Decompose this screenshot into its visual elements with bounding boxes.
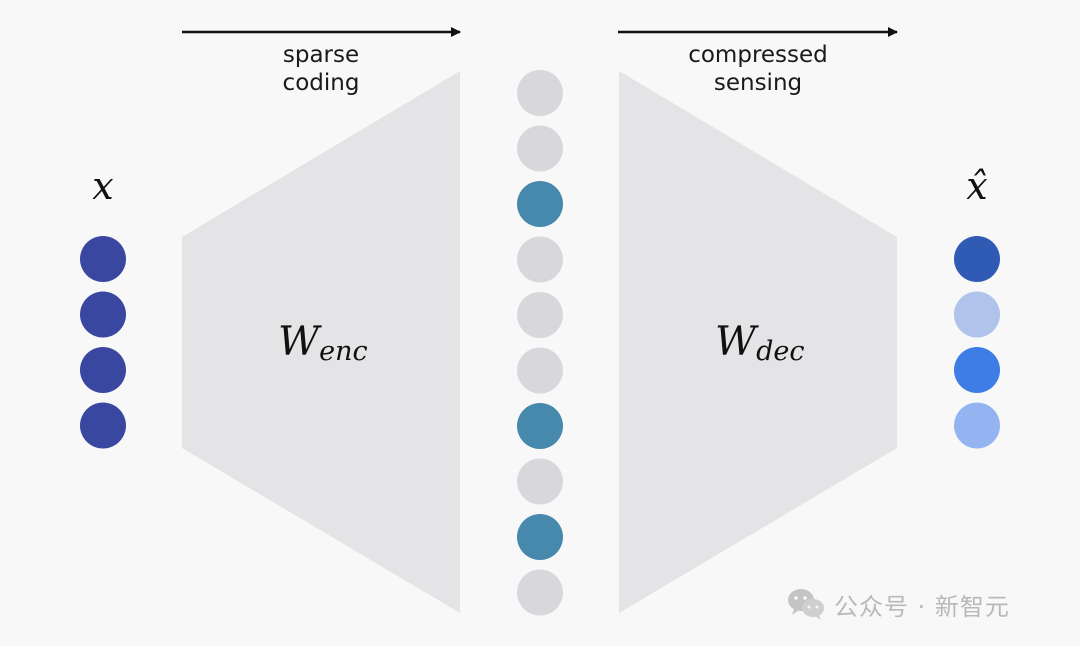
output-node-4 — [954, 402, 1000, 449]
latent-node-6 — [517, 347, 563, 394]
latent-node-5 — [517, 292, 563, 338]
encoder-weight-symbol: W — [278, 319, 322, 365]
output-node-2 — [954, 291, 1000, 338]
output-label: x̂ — [966, 164, 987, 208]
decoder-trapezoid — [619, 71, 897, 613]
sparse-coding-label-line1: sparse — [283, 42, 359, 68]
output-node-3 — [954, 347, 1000, 393]
watermark: 公众号 · 新智元 — [786, 584, 1010, 624]
encoder-weight-subscript: enc — [319, 336, 368, 367]
decoder-weight-subscript: dec — [756, 336, 804, 367]
compressed-sensing-label-line2: sensing — [714, 70, 802, 96]
latent-node-9 — [517, 514, 563, 560]
input-node-2 — [80, 291, 126, 338]
input-node-3 — [80, 347, 126, 393]
latent-node-3 — [517, 181, 563, 227]
latent-node-10 — [517, 569, 563, 616]
sparse-coding-label-line2: coding — [283, 70, 360, 96]
output-nodes — [954, 236, 1000, 449]
latent-node-7 — [517, 403, 563, 449]
latent-node-1 — [517, 70, 563, 116]
compressed-sensing-label-line1: compressed — [688, 42, 828, 68]
latent-node-4 — [517, 236, 563, 283]
input-node-1 — [80, 236, 126, 282]
watermark-text: 公众号 · 新智元 — [834, 592, 1010, 621]
latent-node-2 — [517, 125, 563, 172]
encoder-weight-label: Wenc — [278, 319, 368, 367]
decoder-weight-label: Wdec — [715, 319, 805, 367]
encoder-trapezoid — [182, 71, 460, 613]
input-node-4 — [80, 402, 126, 449]
input-nodes — [80, 236, 126, 449]
decoder-weight-symbol: W — [715, 319, 759, 365]
input-label: x — [92, 164, 113, 208]
wechat-icon — [788, 589, 824, 620]
latent-nodes — [517, 70, 563, 616]
output-node-1 — [954, 236, 1000, 282]
latent-node-8 — [517, 458, 563, 505]
